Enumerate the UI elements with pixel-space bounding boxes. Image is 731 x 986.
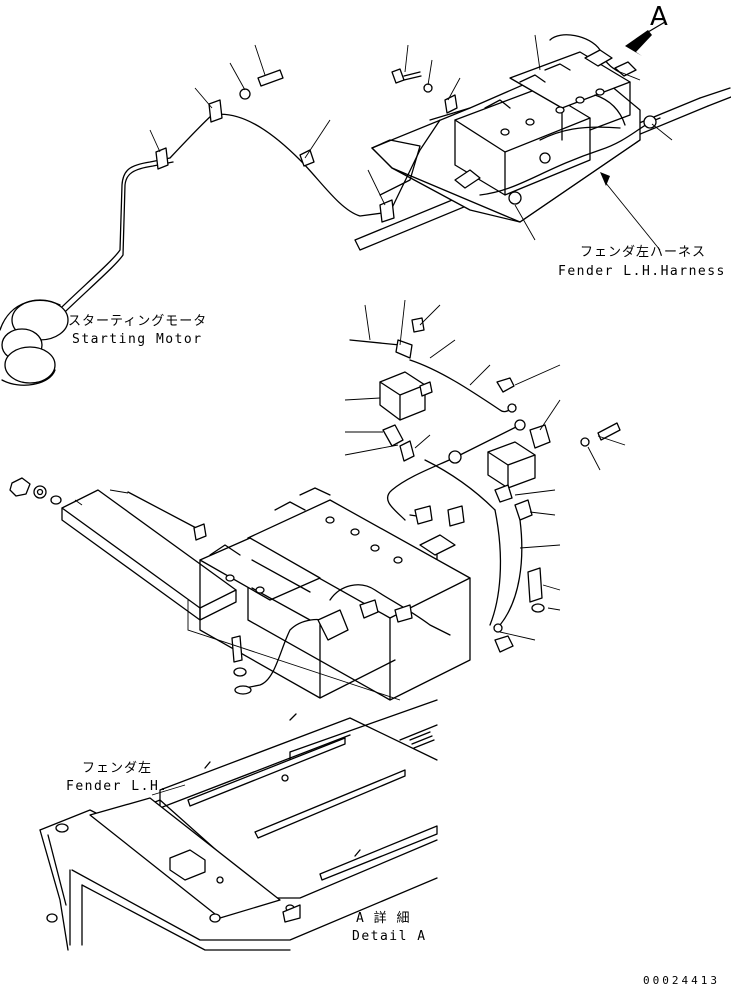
leader-lines-middle — [74, 299, 626, 701]
fender-lh-detail — [39, 699, 438, 951]
top-battery-assembly — [354, 21, 731, 251]
drawing-number: 00024413 — [643, 974, 720, 986]
starter-cable — [24, 68, 441, 351]
fender-harness-label-jp: フェンダ左ハーネス — [580, 245, 707, 260]
leader-lines-top — [149, 34, 673, 251]
harness-pointer-arrow — [600, 172, 610, 186]
view-marker-a: A — [650, 2, 668, 32]
starting-motor-label-jp: スターティングモータ — [68, 314, 208, 329]
starting-motor-label-en: Starting Motor — [72, 332, 203, 347]
middle-exploded-parts — [9, 317, 621, 701]
detail-a-label-jp: A 詳 細 — [356, 911, 411, 926]
fender-lh-label-jp: フェンダ左 — [82, 761, 153, 776]
detail-a-label-en: Detail A — [352, 929, 427, 944]
starting-motor — [0, 299, 69, 386]
fender-harness-label-en: Fender L.H.Harness — [558, 264, 726, 279]
fender-lh-label-en: Fender L.H. — [66, 779, 169, 794]
